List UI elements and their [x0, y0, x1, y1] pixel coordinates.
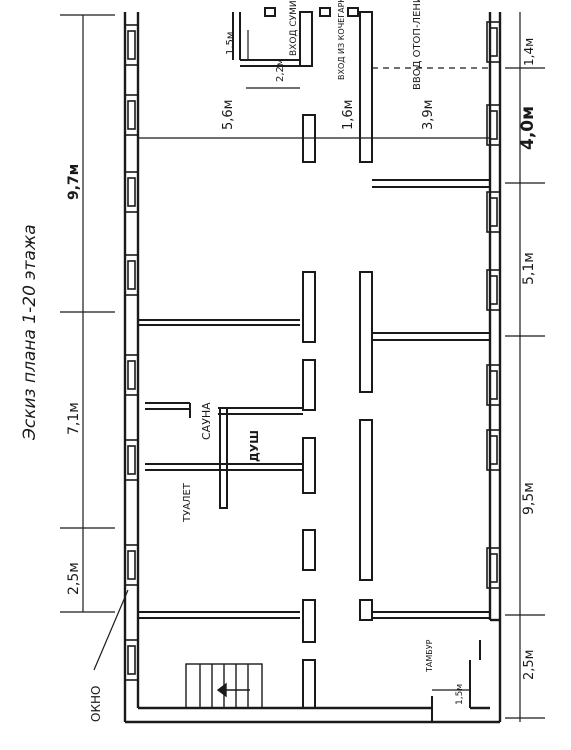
- label-heating-input: ВВОД ОТОП-ЛЕНИЯ: [412, 0, 423, 90]
- right-window-pane: [489, 197, 498, 227]
- staircase: [185, 663, 263, 709]
- right-window: [486, 547, 501, 589]
- right-window: [486, 364, 501, 406]
- left-window-pane: [127, 645, 136, 675]
- label-window: ОКНО: [89, 686, 103, 722]
- dim-left-1: 9,7м: [66, 164, 82, 200]
- label-toilet: ТУАЛЕТ: [182, 482, 193, 523]
- interior-walls: [138, 7, 490, 722]
- left-window-pane: [127, 445, 136, 475]
- label-tambour: ТАМБУР: [425, 639, 434, 673]
- left-window-pane: [127, 360, 136, 390]
- right-window: [486, 104, 501, 146]
- left-window: [124, 171, 139, 213]
- dim-corridor-width: 1,6м: [341, 100, 356, 130]
- label-entrance-kochegarki: ВХОД ИЗ КОЧЕГАРКИ: [337, 0, 346, 80]
- label-shower: ДУШ: [248, 430, 261, 462]
- dim-entrance-height: 1,5м: [225, 32, 236, 55]
- left-window-pane: [127, 177, 136, 207]
- left-windows: [124, 24, 139, 681]
- dim-right-2: 4,0м: [518, 106, 538, 150]
- label-sauna: САУНА: [200, 402, 213, 440]
- left-window: [124, 254, 139, 296]
- left-window: [124, 439, 139, 481]
- right-window-pane: [489, 435, 498, 465]
- dim-right-5: 2,5м: [522, 650, 537, 680]
- left-window-pane: [127, 100, 136, 130]
- left-window: [124, 24, 139, 66]
- dim-right-room-width: 3,9м: [421, 100, 436, 130]
- dim-entrance-width: 2,2м: [275, 59, 286, 82]
- dimension-lines: [60, 12, 545, 722]
- right-window-pane: [489, 110, 498, 140]
- plan-title: Эскиз плана 1-20 этажа: [20, 224, 40, 441]
- left-window-pane: [127, 550, 136, 580]
- right-window-pane: [489, 370, 498, 400]
- right-window-pane: [489, 553, 498, 583]
- right-windows: [486, 21, 501, 589]
- left-window: [124, 94, 139, 136]
- right-window: [486, 21, 501, 63]
- dim-room-width: 5,6м: [221, 100, 236, 130]
- dim-tambour: 1,5м: [455, 684, 465, 705]
- right-window: [486, 191, 501, 233]
- right-window: [486, 429, 501, 471]
- left-window-pane: [127, 260, 136, 290]
- left-window: [124, 639, 139, 681]
- left-window: [124, 544, 139, 586]
- dim-right-4: 9,5м: [521, 482, 537, 515]
- dim-right-1: 1,4м: [522, 38, 536, 66]
- label-entrance-sumits: ВХОД СУМИЦ: [289, 0, 299, 56]
- plan-labels: Эскиз плана 1-20 этажа 9,7м 7,1м 2,5м 1,…: [20, 0, 538, 722]
- dim-left-2: 7,1м: [66, 402, 82, 435]
- right-window: [486, 269, 501, 311]
- right-window-pane: [489, 27, 498, 57]
- dim-left-3: 2,5м: [66, 562, 82, 595]
- dim-right-3: 5,1м: [521, 252, 537, 285]
- left-window: [124, 354, 139, 396]
- outer-walls: [123, 12, 502, 724]
- right-window-pane: [489, 275, 498, 305]
- left-window-pane: [127, 30, 136, 60]
